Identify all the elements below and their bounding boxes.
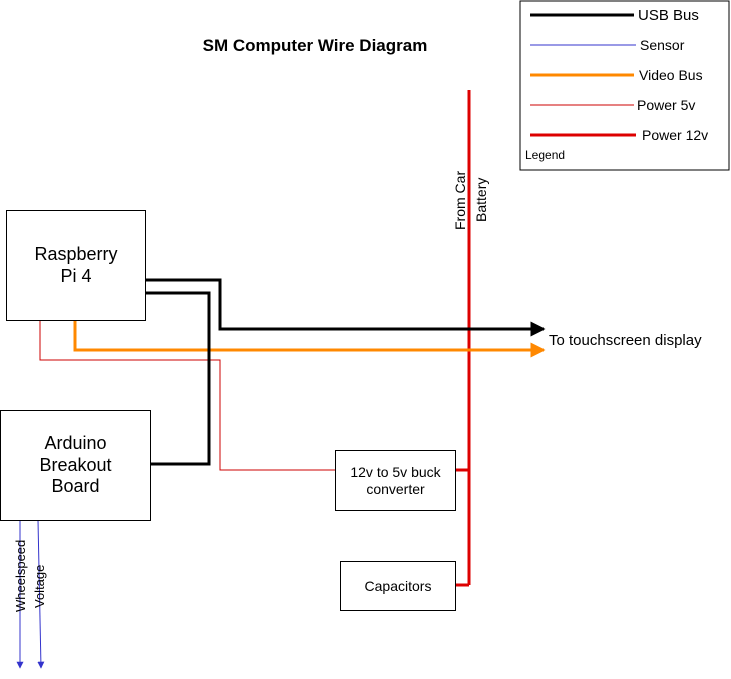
- raspberry-pi-box: Raspberry Pi 4: [6, 210, 146, 321]
- legend-label-video-bus: Video Bus: [639, 67, 703, 83]
- legend-label-power-12v: Power 12v: [642, 127, 709, 143]
- power-5v-wire: [39, 321, 335, 471]
- usb-bus-to-touchscreen: [145, 278, 546, 337]
- legend-label-sensor: Sensor: [640, 37, 685, 53]
- legend-title: Legend: [525, 148, 566, 162]
- diagram-title: SM Computer Wire Diagram: [202, 36, 428, 55]
- sensor-voltage-wire: [37, 519, 45, 669]
- legend-box: [519, 0, 730, 171]
- legend-lines: [530, 13, 636, 137]
- wheelspeed-label: Wheelspeed: [13, 539, 28, 612]
- capacitors-box: Capacitors: [340, 561, 456, 611]
- arduino-box: Arduino Breakout Board: [0, 410, 151, 521]
- legend-label-usb-bus: USB Bus: [638, 7, 699, 24]
- buck-converter-box: 12v to 5v buck converter: [335, 450, 456, 511]
- video-bus-wire: [73, 321, 546, 358]
- battery-label-line2: Battery: [473, 177, 489, 222]
- legend-label-power-5v: Power 5v: [637, 97, 696, 113]
- usb-bus-to-arduino: [145, 291, 211, 466]
- battery-label-line1: From Car: [452, 170, 468, 230]
- touchscreen-label: To touchscreen display: [549, 332, 702, 349]
- voltage-label: Voltage: [32, 564, 47, 608]
